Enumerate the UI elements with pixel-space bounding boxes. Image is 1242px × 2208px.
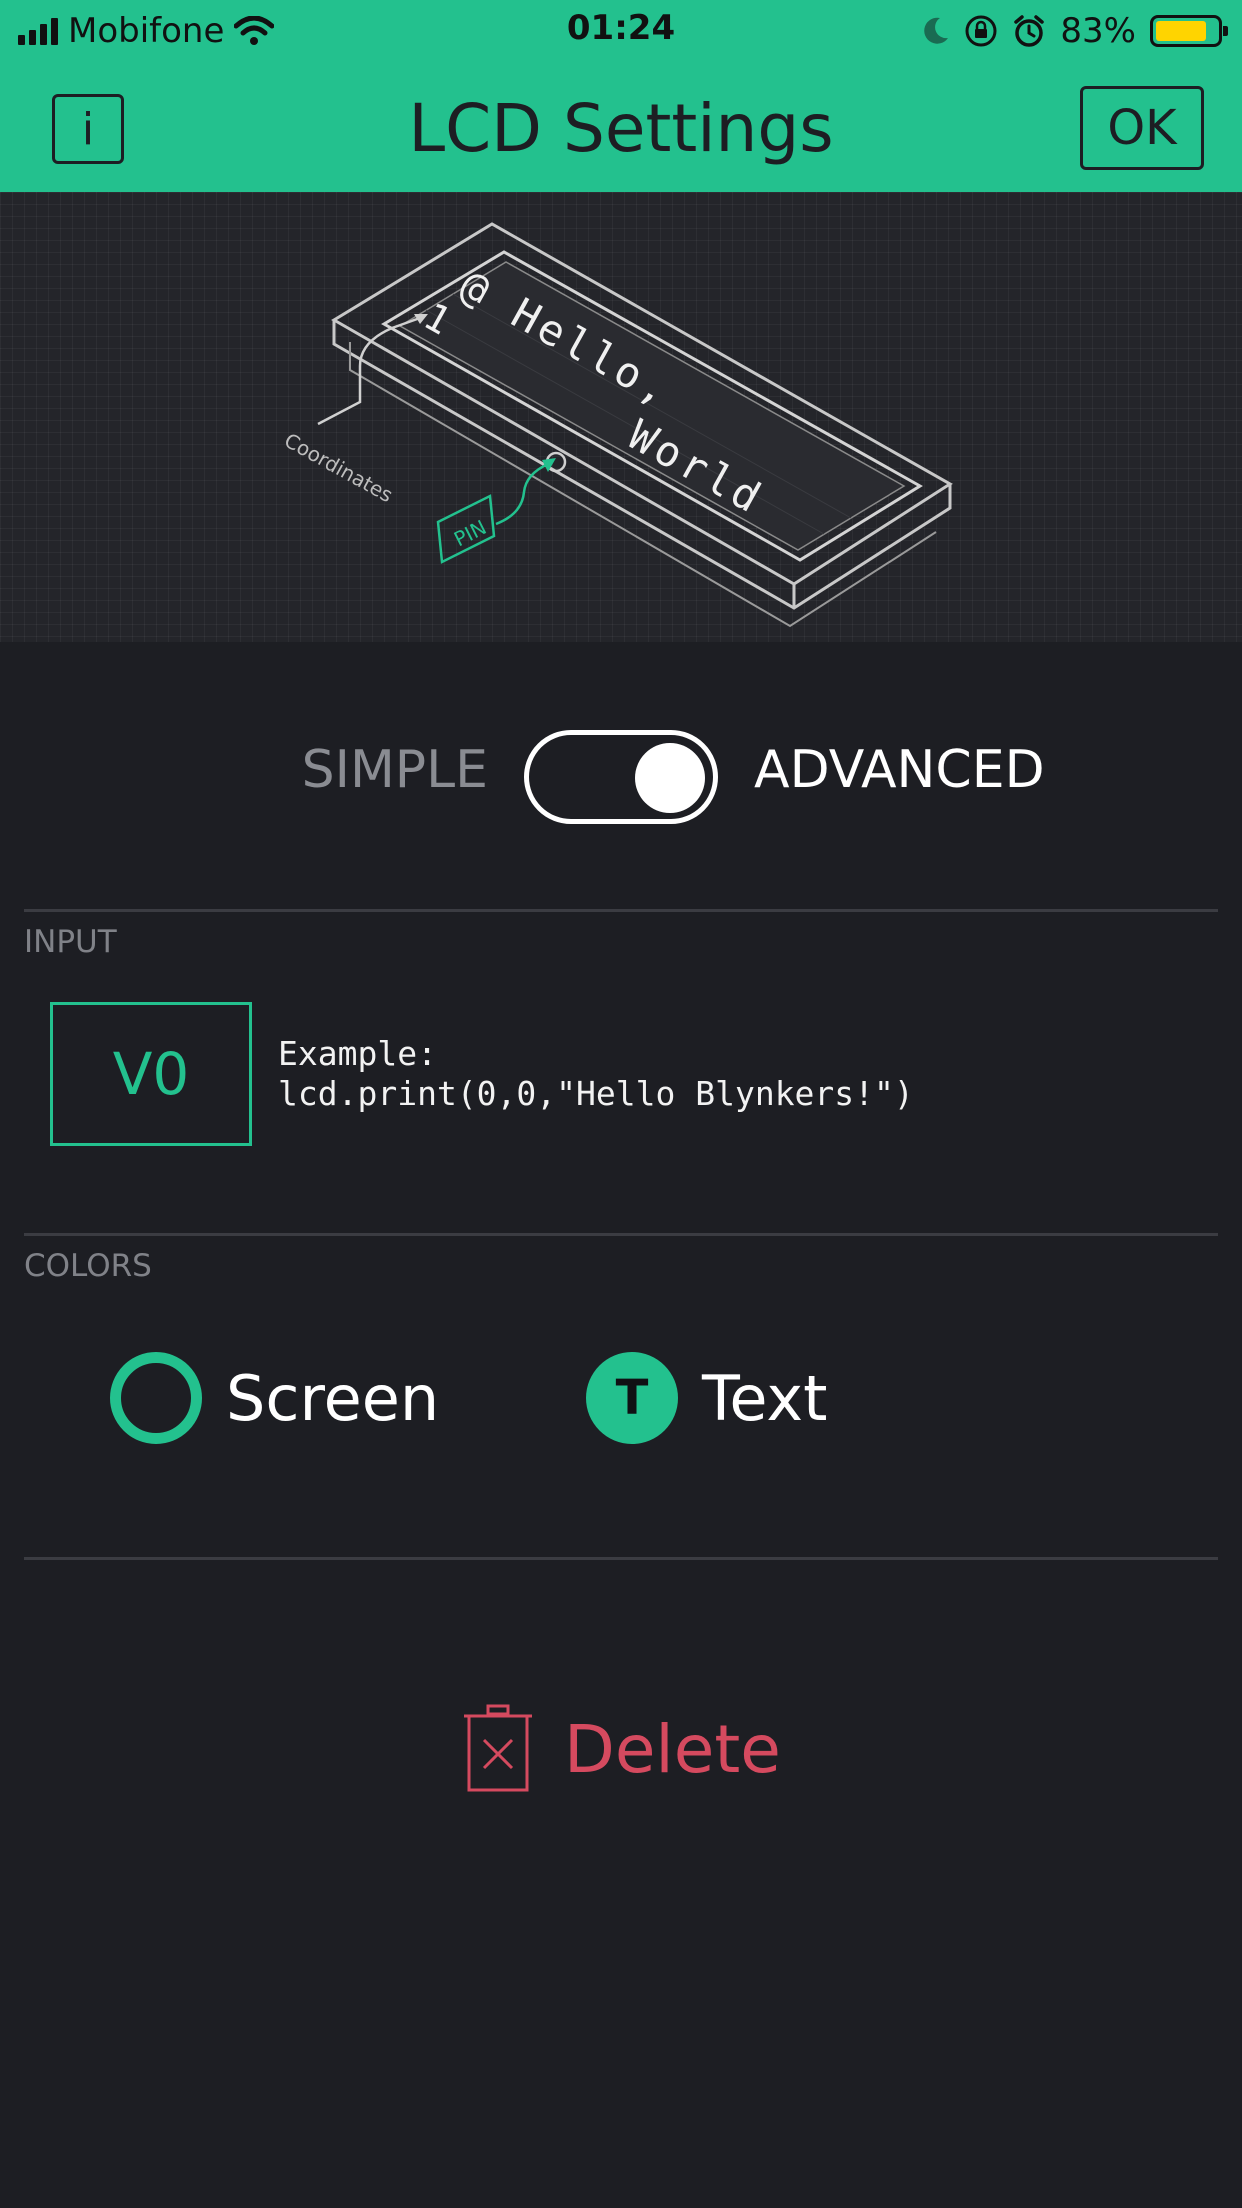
wifi-icon — [234, 16, 275, 45]
lcd-illustration-graphic — [317, 222, 953, 628]
header: i LCD Settings OK — [0, 62, 1242, 192]
delete-button[interactable]: Delete — [462, 1704, 781, 1794]
example-text: Example:lcd.print(0,0,"Hello Blynkers!") — [278, 1034, 914, 1114]
rotation-lock-icon — [965, 15, 997, 47]
mode-toggle[interactable] — [524, 730, 718, 824]
text-color-label: Text — [702, 1361, 828, 1435]
status-time: 01:24 — [566, 8, 676, 48]
page-title: LCD Settings — [408, 90, 834, 167]
carrier-name: Mobifone — [68, 11, 225, 51]
trash-icon — [464, 1704, 532, 1792]
status-left: Mobifone — [18, 8, 275, 54]
input-section-label: INPUT — [24, 924, 117, 960]
text-color-icon: T — [586, 1352, 678, 1444]
divider — [24, 1557, 1218, 1560]
mode-simple-label: SIMPLE — [301, 740, 488, 800]
moon-icon — [924, 17, 949, 44]
screen-color-label: Screen — [226, 1361, 440, 1435]
alarm-icon — [1014, 15, 1045, 47]
example-line-2: lcd.print(0,0,"Hello Blynkers!") — [278, 1074, 914, 1113]
divider — [24, 909, 1218, 912]
status-right: 83% — [922, 8, 1228, 54]
signal-icon — [18, 17, 58, 45]
delete-label: Delete — [564, 1710, 781, 1788]
status-bar: Mobifone 01:24 83% — [0, 0, 1242, 62]
pin-selector[interactable]: V0 — [50, 1002, 252, 1146]
toggle-knob — [635, 743, 705, 813]
mode-advanced-label: ADVANCED — [754, 740, 1045, 800]
ok-button[interactable]: OK — [1080, 86, 1204, 170]
lcd-illustration: @ Hello, 1 World Coordinates PIN — [0, 192, 1242, 642]
info-button[interactable]: i — [52, 94, 124, 164]
text-color-picker[interactable]: T Text — [586, 1352, 827, 1444]
battery-icon — [1150, 15, 1228, 47]
screen-color-icon — [110, 1352, 202, 1444]
colors-section-label: COLORS — [24, 1248, 152, 1284]
battery-percent: 83% — [1060, 11, 1136, 51]
example-line-1: Example: — [278, 1034, 437, 1073]
divider — [24, 1233, 1218, 1236]
screen-color-picker[interactable]: Screen — [110, 1352, 439, 1444]
battery-level — [1156, 21, 1206, 41]
